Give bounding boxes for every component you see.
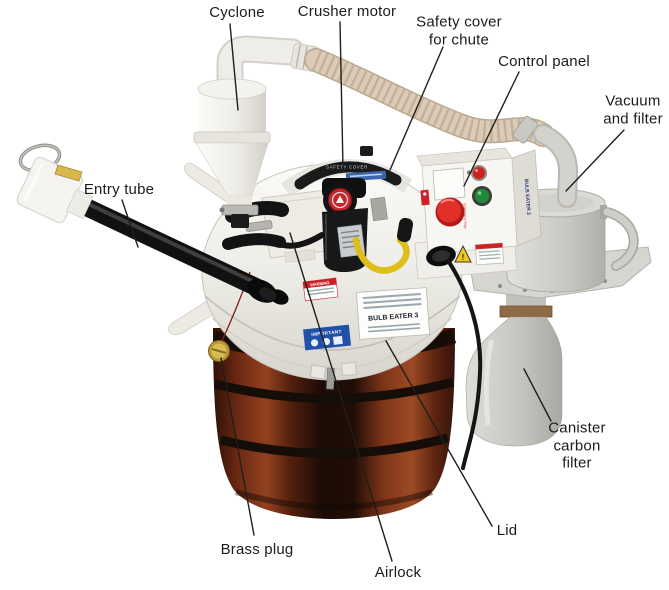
panel-red-tag: [420, 189, 430, 206]
label-airlock: Airlock: [374, 564, 422, 582]
leader-cyclone: [229, 23, 239, 111]
canister-carbon-filter: [465, 293, 563, 447]
leader-airlock: [289, 232, 393, 562]
leader-vacuum-filter: [565, 129, 625, 192]
label-lid: Lid: [496, 522, 518, 540]
panel-instruction-label: [474, 242, 505, 266]
filter-clamp-band: [499, 305, 553, 318]
label-vacuum-filter: Vacuum and filter: [603, 92, 663, 127]
funnel-tag: [54, 164, 83, 182]
label-canister-carbon-filter: Canister carbon filter: [548, 419, 606, 472]
leader-brass-plug: [220, 357, 255, 536]
leader-lid: [385, 340, 493, 527]
lid-label-title: BULB EATER 3: [368, 312, 419, 323]
leader-safety-cover: [389, 46, 444, 171]
hazard-triangle-label: [454, 244, 472, 263]
leader-canister-filter: [523, 368, 552, 422]
power-cord: [447, 260, 483, 470]
svg-text:!: !: [462, 253, 465, 262]
label-entry-tube: Entry tube: [83, 181, 155, 199]
yellow-cable: [352, 236, 410, 274]
vacuum-inlet-elbow: [535, 126, 577, 206]
lid-warning-label: WARNING: [302, 277, 339, 302]
label-safety-cover: Safety cover for chute: [416, 13, 502, 48]
lid-important-label: IMPORTANT: [303, 324, 352, 351]
safety-cover-text: SAFETY COVER: [326, 165, 368, 170]
leader-lines: [121, 21, 625, 562]
leader-entry-tube: [121, 199, 139, 248]
hose-coupling-end: [512, 115, 538, 144]
safety-cover-chute: SAFETY COVER: [281, 146, 413, 197]
label-crusher-motor: Crusher motor: [297, 3, 397, 21]
chute-vent: [360, 146, 373, 156]
carry-handle: [603, 208, 638, 270]
label-cyclone: Cyclone: [209, 4, 265, 22]
cyclone: [193, 35, 320, 228]
crusher-motor: [277, 178, 414, 274]
panel-display-window: [432, 167, 466, 201]
control-panel: BULB EATER 3 Emergency Stop !: [414, 147, 542, 280]
important-label-text: IMPORTANT: [311, 329, 342, 337]
leader-control-panel: [463, 71, 520, 187]
flex-hose: [304, 48, 555, 147]
motor-cable: [277, 232, 325, 249]
panel-brand-text: BULB EATER 3: [523, 179, 532, 216]
cyclone-clamp: [221, 204, 259, 216]
entry-tube: [16, 143, 289, 305]
warning-label-text: WARNING: [310, 280, 330, 287]
label-control-panel: Control panel: [498, 53, 590, 71]
leader-crusher-motor: [339, 21, 344, 169]
label-brass-plug: Brass plug: [220, 541, 294, 559]
black-connector: [396, 217, 414, 243]
emergency-stop-text: Emergency Stop: [463, 203, 468, 228]
motor-latch: [370, 196, 388, 222]
lid-product-label: BULB EATER 3: [356, 287, 431, 340]
lid-clamp-bolt: [309, 361, 357, 390]
